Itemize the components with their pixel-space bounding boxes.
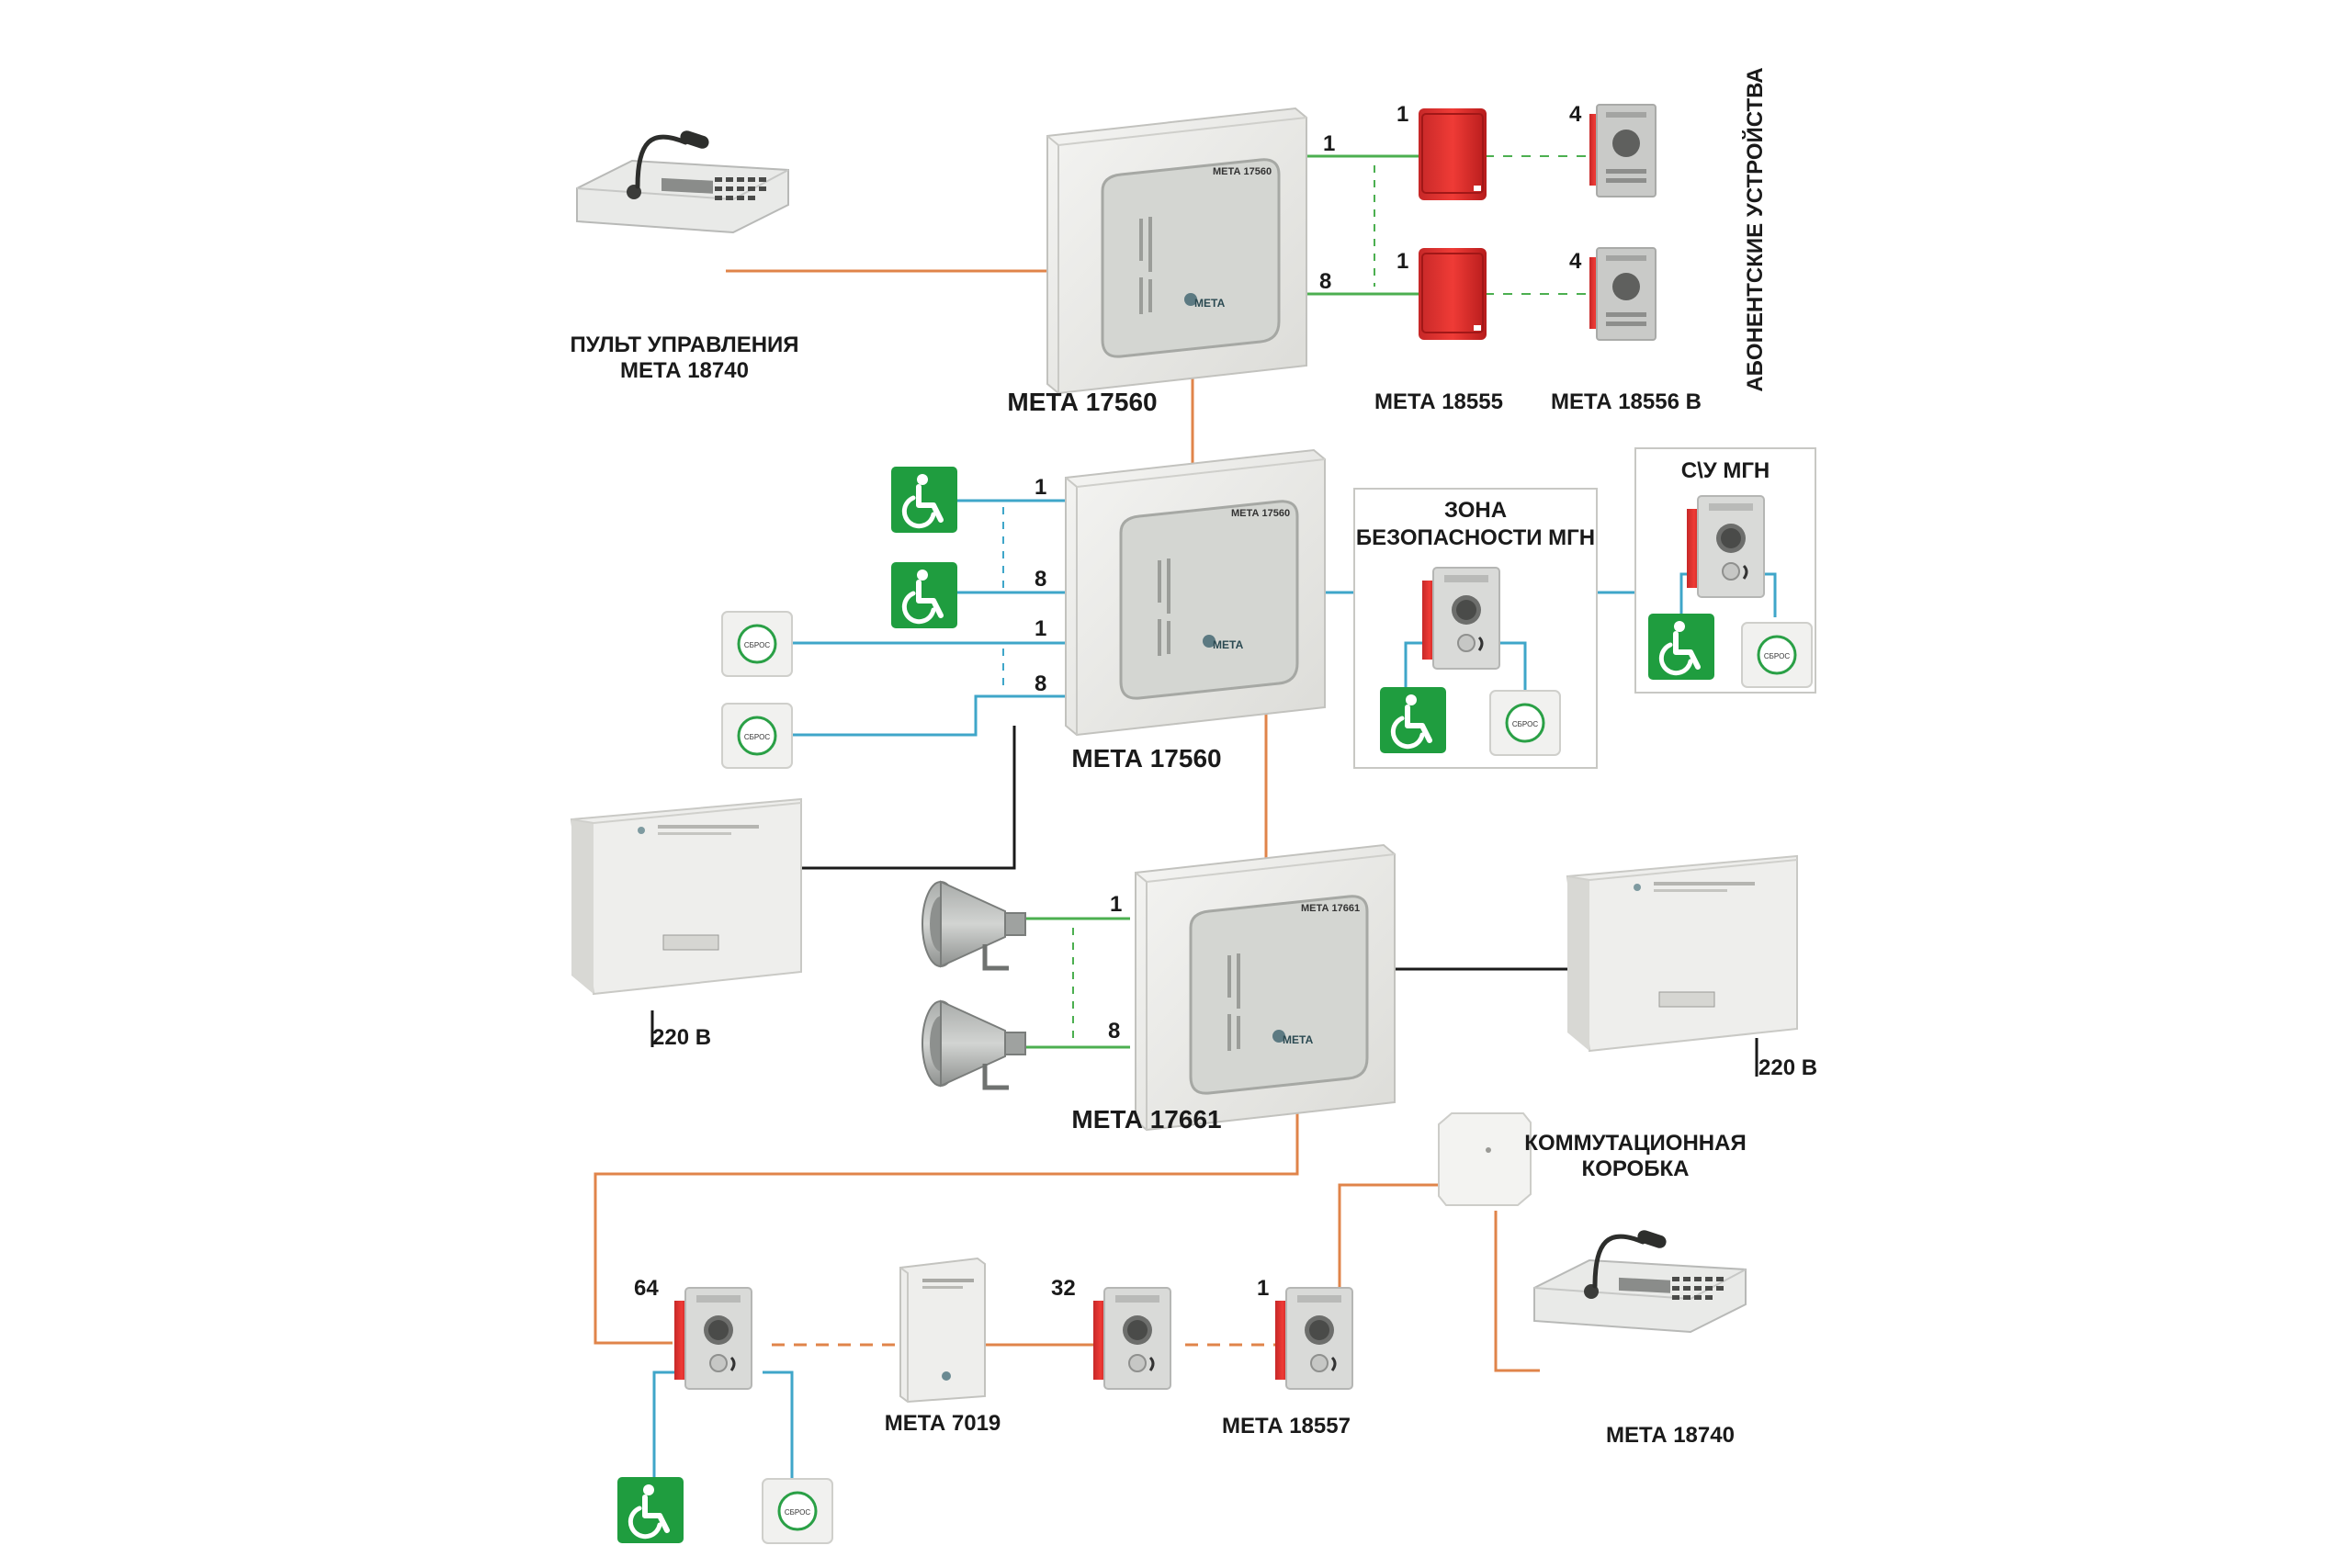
block1-brand: МЕТА (1194, 297, 1226, 310)
zone-wheelchair (1380, 687, 1446, 753)
zone-label-1: ЗОНА (1444, 498, 1507, 523)
intercom-32 (1091, 1286, 1172, 1391)
junction-box (1438, 1112, 1532, 1206)
intercom-1 (1273, 1286, 1354, 1391)
block1-caption: МЕТА 17560 (1213, 166, 1272, 177)
link-ic64-reset (763, 1371, 794, 1479)
su-wheelchair (1648, 614, 1714, 680)
console-top-label-1: ПУЛЬТ УПРАВЛЕНИЯ (570, 333, 798, 357)
block-17661 (1134, 843, 1396, 1132)
num-ic1: 1 (1257, 1276, 1269, 1301)
block2-caption: МЕТА 17560 (1231, 508, 1290, 519)
console-18740-bottom (1534, 1228, 1746, 1332)
num-grey4-bot: 4 (1569, 249, 1582, 274)
meta-7019-box (899, 1258, 986, 1403)
su-mgn-frame (1634, 447, 1816, 694)
link-zone-wc (1404, 641, 1422, 694)
psu-right-220: 220 В (1758, 1055, 1817, 1080)
meta-18557-label: МЕТА 18557 (1222, 1414, 1351, 1438)
reset-text-bottom: СБРОС (785, 1508, 810, 1517)
grey-speaker-1 (1589, 104, 1657, 197)
su-intercom (1685, 494, 1766, 599)
num-grey4-top: 4 (1569, 102, 1582, 127)
num-spk1: 1 (1323, 131, 1335, 156)
junction-label-2: КОРОБКА (1582, 1156, 1690, 1181)
reset-text-8: СБРОС (744, 733, 770, 741)
psu-right (1566, 855, 1798, 1052)
num-wc8: 8 (1035, 567, 1046, 592)
grey-speaker-8 (1589, 247, 1657, 341)
block3-brand: МЕТА (1283, 1033, 1314, 1046)
spk-red-label: МЕТА 18555 (1374, 389, 1503, 414)
num-horn1: 1 (1110, 892, 1122, 917)
link-zone-reset (1498, 641, 1527, 694)
link-reset8 (792, 694, 1066, 737)
num-horn8: 8 (1108, 1019, 1120, 1043)
block2-label: МЕТА 17560 (1071, 744, 1221, 773)
block-17560-mid (1064, 448, 1327, 737)
link-psu-left (786, 726, 1016, 870)
su-mgn-label: С\У МГН (1681, 458, 1770, 483)
junction-label-1: КОММУТАЦИОННАЯ (1524, 1131, 1746, 1156)
subscriber-devices-label: АБОНЕНТСКИЕ УСТРОЙСТВА (1742, 67, 1768, 391)
link-junction-console (1494, 1211, 1540, 1372)
red-speaker-8 (1418, 247, 1487, 341)
num-reset1: 1 (1035, 616, 1046, 641)
red-speaker-1 (1418, 107, 1487, 201)
spk-grey-label: МЕТА 18556 В (1551, 389, 1702, 414)
psu-left (571, 798, 802, 995)
block3-caption: МЕТА 17661 (1301, 903, 1360, 914)
console-top-label-2: МЕТА 18740 (620, 358, 749, 383)
num-wc1: 1 (1035, 475, 1046, 500)
horn-speaker-8 (922, 1001, 1025, 1088)
block2-brand: МЕТА (1213, 638, 1244, 651)
num-ic32: 32 (1051, 1276, 1076, 1301)
psu-left-220: 220 В (652, 1025, 711, 1050)
horn-speaker-1 (922, 882, 1025, 968)
block-17560-top (1046, 107, 1308, 395)
num-reset8: 8 (1035, 671, 1046, 696)
console-18740-top (577, 129, 788, 232)
num-red1-bot: 1 (1396, 249, 1408, 274)
meta-18740-label: МЕТА 18740 (1606, 1423, 1735, 1448)
zone-mgn-frame (1353, 488, 1598, 769)
zone-intercom (1420, 566, 1501, 671)
bottom-wheelchair (617, 1477, 684, 1543)
intercom-64 (673, 1286, 753, 1391)
zone-label-2: БЕЗОПАСНОСТИ МГН (1356, 525, 1595, 550)
link-block3-loop (594, 1061, 1299, 1345)
num-ic64: 64 (634, 1276, 659, 1301)
num-spk8: 8 (1319, 269, 1331, 294)
link-intercom1-junction (1338, 1183, 1444, 1293)
reset-text-1: СБРОС (744, 641, 770, 649)
num-red1-top: 1 (1396, 102, 1408, 127)
wheelchair-sign-1 (891, 467, 957, 533)
reset-text-zone: СБРОС (1512, 720, 1538, 728)
wheelchair-sign-8 (891, 562, 957, 628)
reset-text-su: СБРОС (1764, 652, 1790, 660)
block1-label: МЕТА 17560 (1007, 388, 1157, 416)
meta-7019-label: МЕТА 7019 (885, 1411, 1001, 1436)
block3-label: МЕТА 17661 (1071, 1105, 1221, 1134)
link-ic64-wc (652, 1371, 682, 1483)
